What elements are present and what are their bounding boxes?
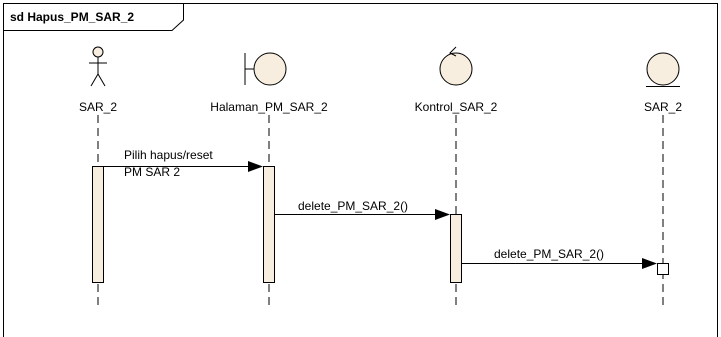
message-arrowhead-3 [642,258,657,269]
message-label-3: delete_PM_SAR_2() [494,247,604,261]
participant-name-control: Kontrol_SAR_2 [415,100,498,114]
actor-icon [89,46,107,87]
activation-boundary [263,166,275,283]
activation-control [450,214,462,283]
message-arrowhead-1 [248,161,263,172]
message-label-1-line2: PM SAR 2 [124,165,180,179]
boundary-icon [244,52,287,86]
message-label-2: delete_PM_SAR_2() [298,199,408,213]
control-icon [439,46,473,86]
frame-title-tab [3,3,184,31]
message-arrowhead-2 [435,209,450,220]
frame-title: sd Hapus_PM_SAR_2 [10,10,134,24]
frame-border [3,3,718,337]
participant-name-boundary: Halaman_PM_SAR_2 [210,100,328,114]
participant-name-actor: SAR_2 [79,100,117,114]
participant-name-entity: SAR_2 [644,100,682,114]
entity-icon [646,52,680,87]
activation-actor [92,166,104,283]
message-label-1-line1: Pilih hapus/reset [124,148,213,162]
activation-entity [657,263,669,275]
